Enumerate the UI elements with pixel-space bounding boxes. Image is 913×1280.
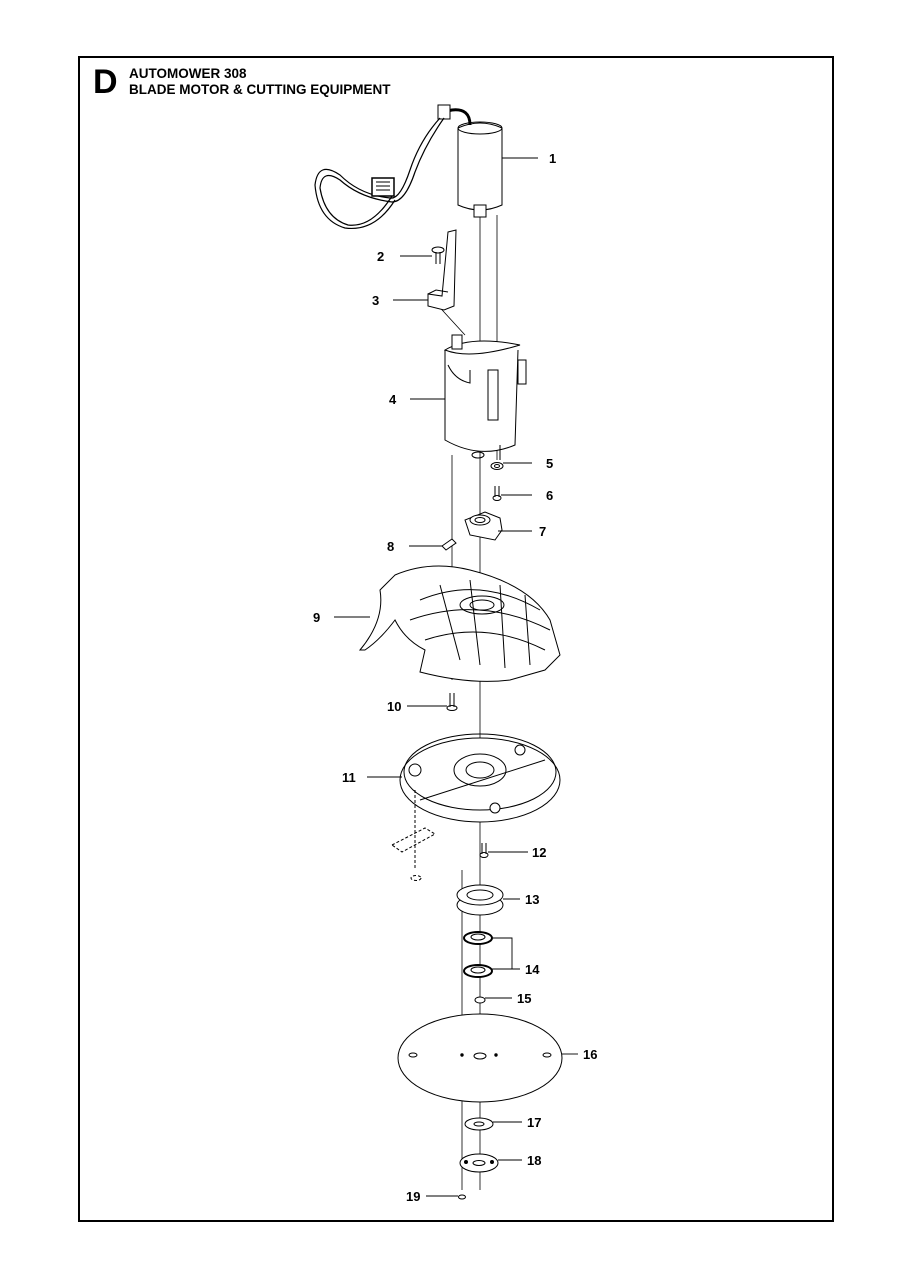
bracket-icon bbox=[427, 229, 457, 311]
flange-icon bbox=[459, 1153, 499, 1173]
part-number-19: 19 bbox=[406, 1189, 420, 1204]
part-number-15: 15 bbox=[517, 991, 531, 1006]
screw-icon bbox=[479, 843, 489, 858]
part-number-10: 10 bbox=[387, 699, 401, 714]
part-number-6: 6 bbox=[546, 488, 553, 503]
motor-icon bbox=[314, 104, 503, 230]
part-number-2: 2 bbox=[377, 249, 384, 264]
clip-detail bbox=[391, 790, 437, 881]
section-letter: D bbox=[93, 63, 118, 101]
guard-icon bbox=[358, 565, 561, 682]
leader-lines bbox=[334, 157, 578, 1197]
motor-housing-icon bbox=[443, 334, 527, 460]
nut-icon bbox=[474, 996, 486, 1004]
part-numbers: 1 2 3 4 5 6 7 8 9 10 11 12 13 14 15 16 1… bbox=[313, 151, 597, 1204]
part-number-13: 13 bbox=[525, 892, 539, 907]
part-number-12: 12 bbox=[532, 845, 546, 860]
page-frame bbox=[78, 56, 834, 1222]
part-number-16: 16 bbox=[583, 1047, 597, 1062]
hub-icon bbox=[464, 511, 503, 541]
part-number-7: 7 bbox=[539, 524, 546, 539]
part-number-4: 4 bbox=[389, 392, 397, 407]
screw-icon bbox=[446, 693, 458, 711]
screw-icon bbox=[492, 486, 502, 501]
part-number-17: 17 bbox=[527, 1115, 541, 1130]
blade-disc-icon bbox=[397, 1013, 563, 1103]
washer-icon bbox=[490, 462, 504, 470]
part-number-8: 8 bbox=[387, 539, 394, 554]
model-title: AUTOMOWER 308 bbox=[129, 66, 247, 81]
part-number-5: 5 bbox=[546, 456, 553, 471]
part-number-3: 3 bbox=[372, 293, 379, 308]
screw-icon bbox=[431, 246, 445, 264]
set-screw-icon bbox=[441, 538, 457, 551]
screw-icon bbox=[458, 1194, 466, 1200]
part-number-1: 1 bbox=[549, 151, 556, 166]
part-number-18: 18 bbox=[527, 1153, 541, 1168]
section-title: BLADE MOTOR & CUTTING EQUIPMENT bbox=[129, 82, 391, 97]
part-number-11: 11 bbox=[342, 770, 356, 785]
bearing-icon bbox=[463, 931, 493, 978]
bearing-icon bbox=[456, 884, 504, 916]
washer-icon bbox=[464, 1117, 494, 1131]
part-number-14: 14 bbox=[525, 962, 540, 977]
part-number-9: 9 bbox=[313, 610, 320, 625]
cover-plate-icon bbox=[399, 733, 561, 823]
